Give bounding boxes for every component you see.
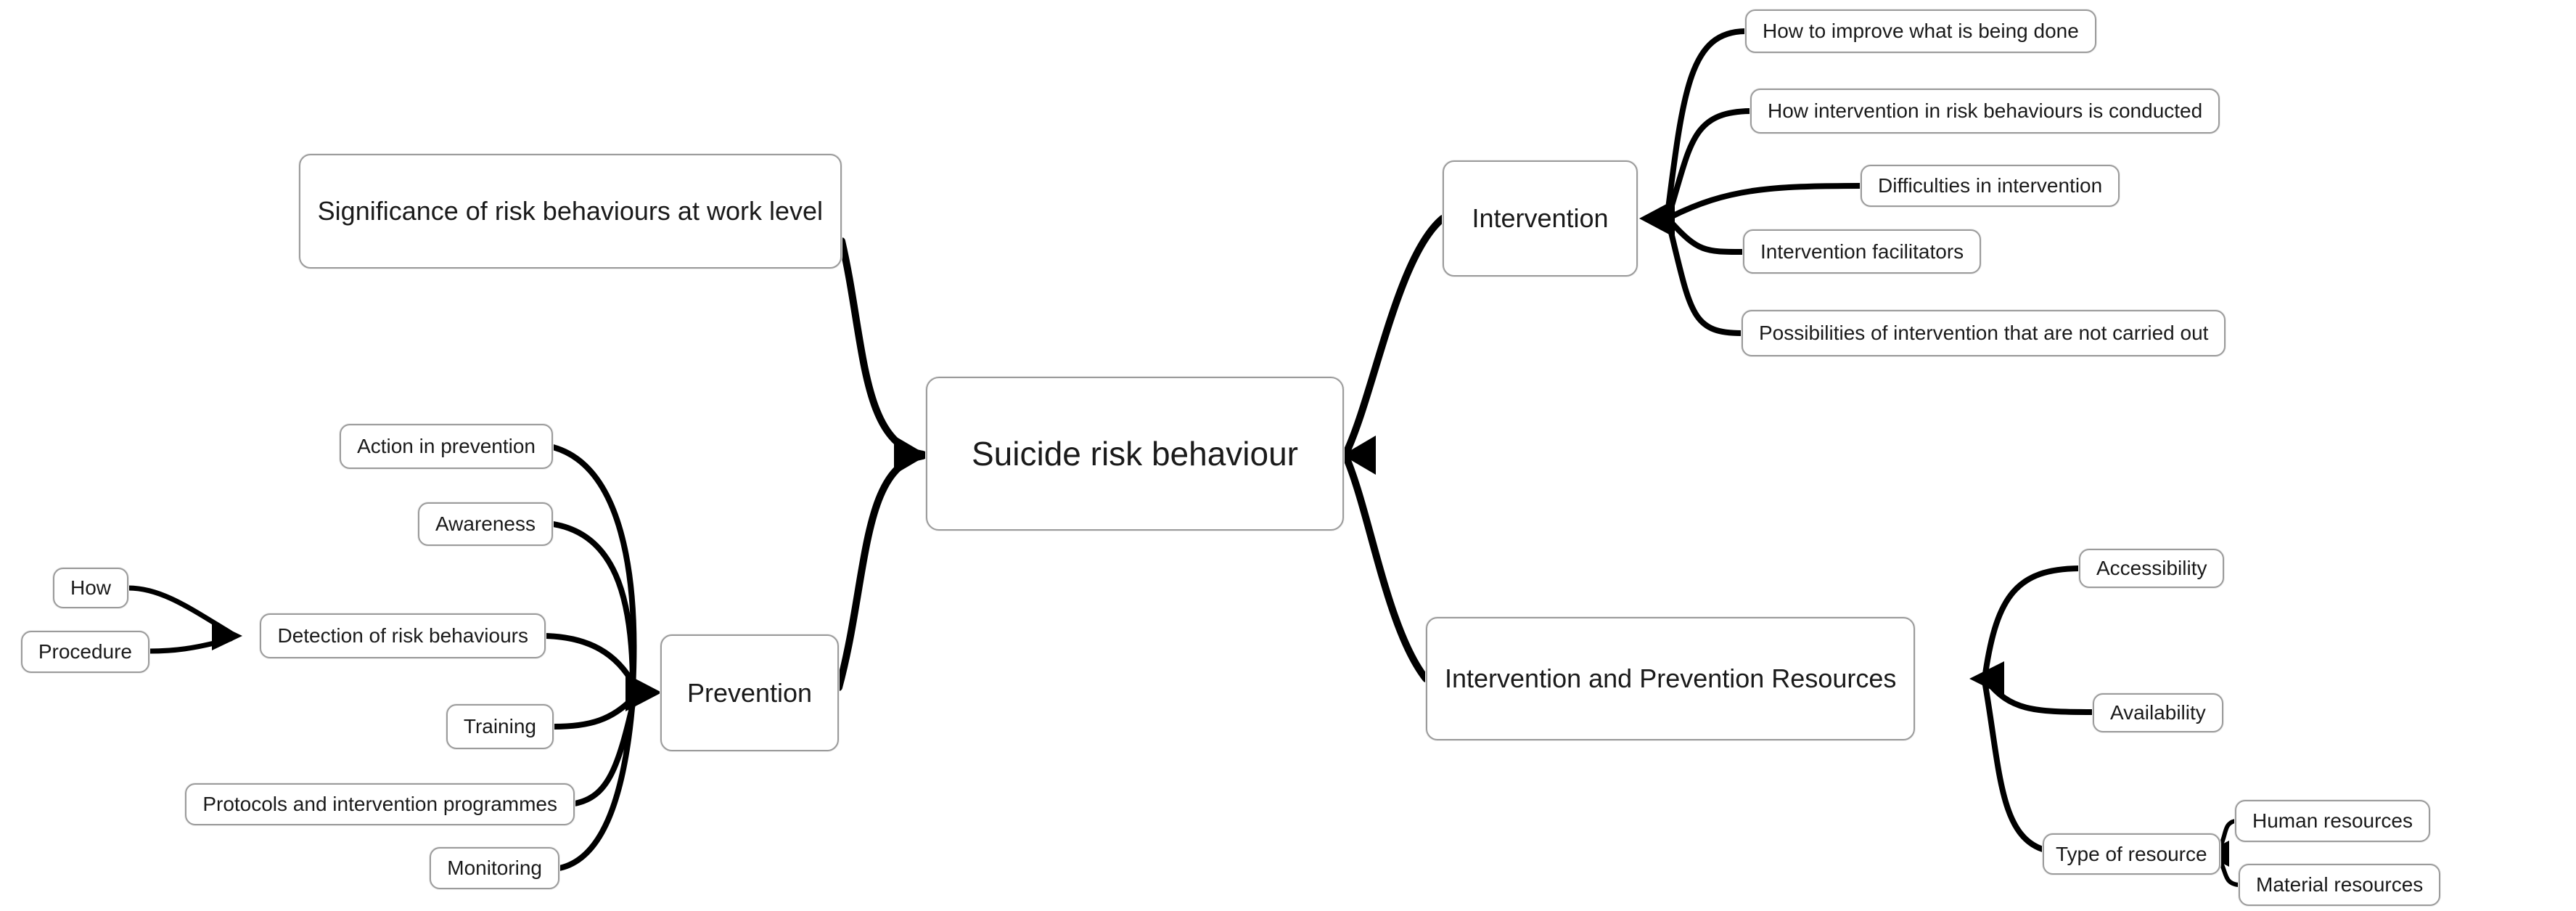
hub-intervention [1639, 200, 1675, 237]
node-how-to-improve[interactable]: How to improve what is being done [1745, 9, 2096, 53]
node-procedure[interactable]: Procedure [20, 631, 149, 673]
node-prevention[interactable]: Prevention [660, 634, 839, 751]
edge-root-resources [1343, 455, 1429, 682]
edge-intervention-conducted [1666, 108, 1753, 218]
hub-resources [1969, 661, 2004, 696]
node-resources[interactable]: Intervention and Prevention Resources [1426, 617, 1916, 740]
node-accessibility[interactable]: Accessibility [2079, 549, 2225, 588]
node-human-resources[interactable]: Human resources [2235, 800, 2430, 842]
node-how-intervention-conducted[interactable]: How intervention in risk behaviours is c… [1750, 89, 2220, 134]
node-suicide-risk-behaviour[interactable]: Suicide risk behaviour [926, 377, 1344, 531]
node-protocols-and-programmes[interactable]: Protocols and intervention programmes [185, 783, 575, 825]
edge-resources-accessibility [1982, 565, 2082, 677]
hub-prevention [625, 674, 662, 711]
hub-detection [212, 621, 242, 650]
node-monitoring[interactable]: Monitoring [430, 847, 559, 889]
node-training[interactable]: Training [446, 704, 554, 749]
node-material-resources[interactable]: Material resources [2239, 864, 2441, 906]
hub-root-left [894, 436, 927, 475]
node-possibilities-not-carried-out[interactable]: Possibilities of intervention that are n… [1742, 310, 2226, 356]
edge-intervention-improve [1665, 28, 1748, 217]
edge-intervention-facilitators [1668, 218, 1746, 255]
node-intervention-facilitators[interactable]: Intervention facilitators [1743, 229, 1982, 274]
edge-resources-type [1982, 682, 2046, 852]
node-difficulties-in-intervention[interactable]: Difficulties in intervention [1861, 165, 2120, 207]
node-type-of-resource[interactable]: Type of resource [2043, 833, 2220, 875]
node-how[interactable]: How [52, 568, 128, 608]
edge-prevention-detection [543, 633, 637, 688]
edge-root-intervention [1343, 215, 1446, 455]
edge-prevention-awareness [550, 521, 636, 690]
hub-root-right [1342, 436, 1376, 475]
edge-intervention-difficulties [1668, 183, 1863, 220]
node-detection-of-risk-behaviours[interactable]: Detection of risk behaviours [260, 613, 546, 658]
edge-prevention-monitoring [557, 697, 636, 871]
node-intervention[interactable]: Intervention [1443, 160, 1638, 277]
edge-root-significance [838, 237, 927, 458]
node-significance[interactable]: Significance of risk behaviours at work … [298, 154, 842, 269]
node-action-in-prevention[interactable]: Action in prevention [340, 424, 553, 469]
edge-prevention-action [550, 444, 637, 691]
node-availability[interactable]: Availability [2093, 693, 2223, 732]
edge-intervention-possibilities [1666, 221, 1744, 336]
node-awareness[interactable]: Awareness [417, 502, 553, 546]
edge-prevention-training [551, 694, 637, 730]
edge-root-prevention [835, 452, 927, 691]
